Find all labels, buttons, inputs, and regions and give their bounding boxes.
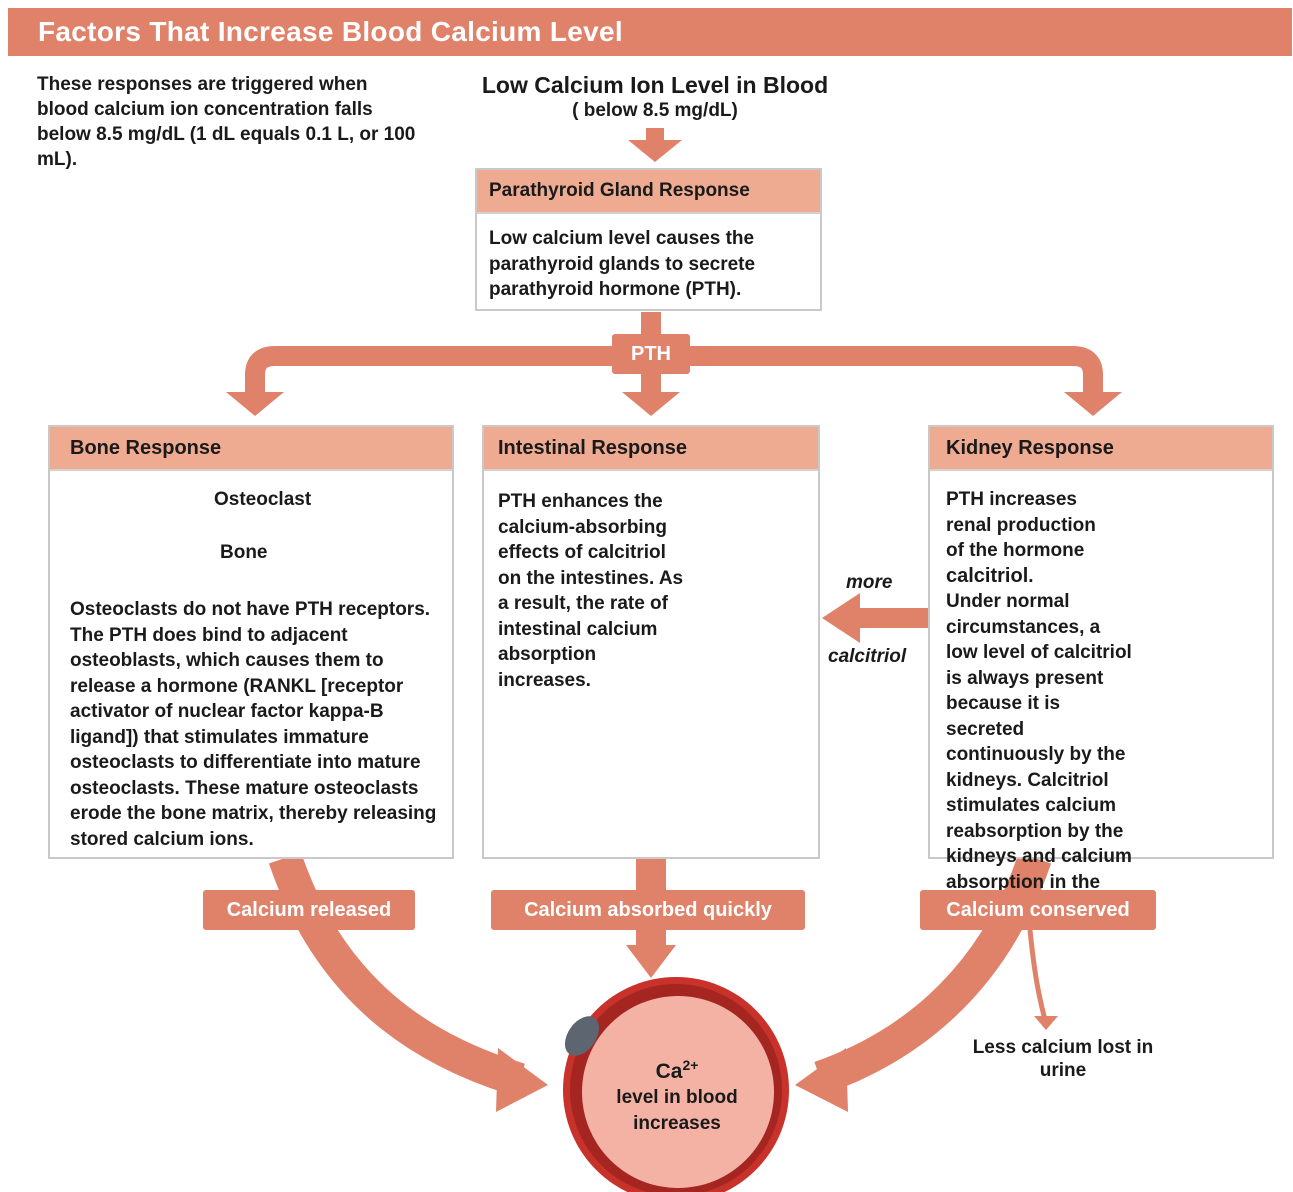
calcitriol-arrow-label: calcitriol xyxy=(828,646,907,667)
arrow-trigger-to-parathyroid xyxy=(628,128,682,162)
outcome-calcium-conserved: Calcium conserved xyxy=(920,890,1156,930)
bone-response-title: Bone Response xyxy=(50,427,452,471)
outcome-arrowheads xyxy=(496,945,1058,1112)
result-text: Ca2+ level in blood increases xyxy=(600,1052,754,1137)
intestinal-response-title: Intestinal Response xyxy=(484,427,818,471)
trigger-subtitle: ( below 8.5 mg/dL) xyxy=(572,100,738,121)
kidney-response-box: Kidney Response PTH increases renal prod… xyxy=(928,425,1274,918)
osteoclast-label: Osteoclast xyxy=(214,489,312,510)
pth-label: PTH xyxy=(612,334,690,374)
parathyroid-response-box: Parathyroid Gland Response Low calcium l… xyxy=(475,168,822,311)
kidney-text-calcitriol: calcitriol xyxy=(946,564,1029,587)
bone-response-box: Bone Response Osteoclast Bone Osteoclast… xyxy=(48,425,454,859)
calcitriol-arrow-more: more xyxy=(846,572,893,593)
kidney-response-title: Kidney Response xyxy=(930,427,1272,471)
pth-arrowheads xyxy=(226,392,1122,416)
intro-text: These responses are triggered when blood… xyxy=(37,74,416,170)
intestinal-response-text: PTH enhances the calcium-absorbing effec… xyxy=(498,491,684,691)
parathyroid-response-text: Low calcium level causes the parathyroid… xyxy=(489,228,756,300)
kidney-text-rest: Under normal circumstances, a low level … xyxy=(946,591,1132,918)
page-title: Factors That Increase Blood Calcium Leve… xyxy=(8,8,1292,56)
bone-label: Bone xyxy=(220,542,268,563)
urine-label: Less calcium lost in urine xyxy=(972,1037,1154,1081)
result-line2: increases xyxy=(633,1113,721,1134)
parathyroid-response-title: Parathyroid Gland Response xyxy=(477,170,820,214)
intestinal-response-box: Intestinal Response PTH enhances the cal… xyxy=(482,425,820,859)
calcitriol-arrow xyxy=(822,593,928,643)
trigger-title: Low Calcium Ion Level in Blood xyxy=(481,72,829,98)
bone-response-text: Osteoclasts do not have PTH receptors. T… xyxy=(70,599,437,850)
outcome-calcium-released: Calcium released xyxy=(203,890,415,930)
blood-vessel-illustration xyxy=(563,977,789,1192)
outcome-calcium-absorbed: Calcium absorbed quickly xyxy=(491,890,805,930)
kidney-text-intro: PTH increases renal production of the ho… xyxy=(946,489,1096,561)
result-ion: Ca2+ xyxy=(655,1057,699,1083)
result-line1: level in blood xyxy=(616,1087,738,1108)
